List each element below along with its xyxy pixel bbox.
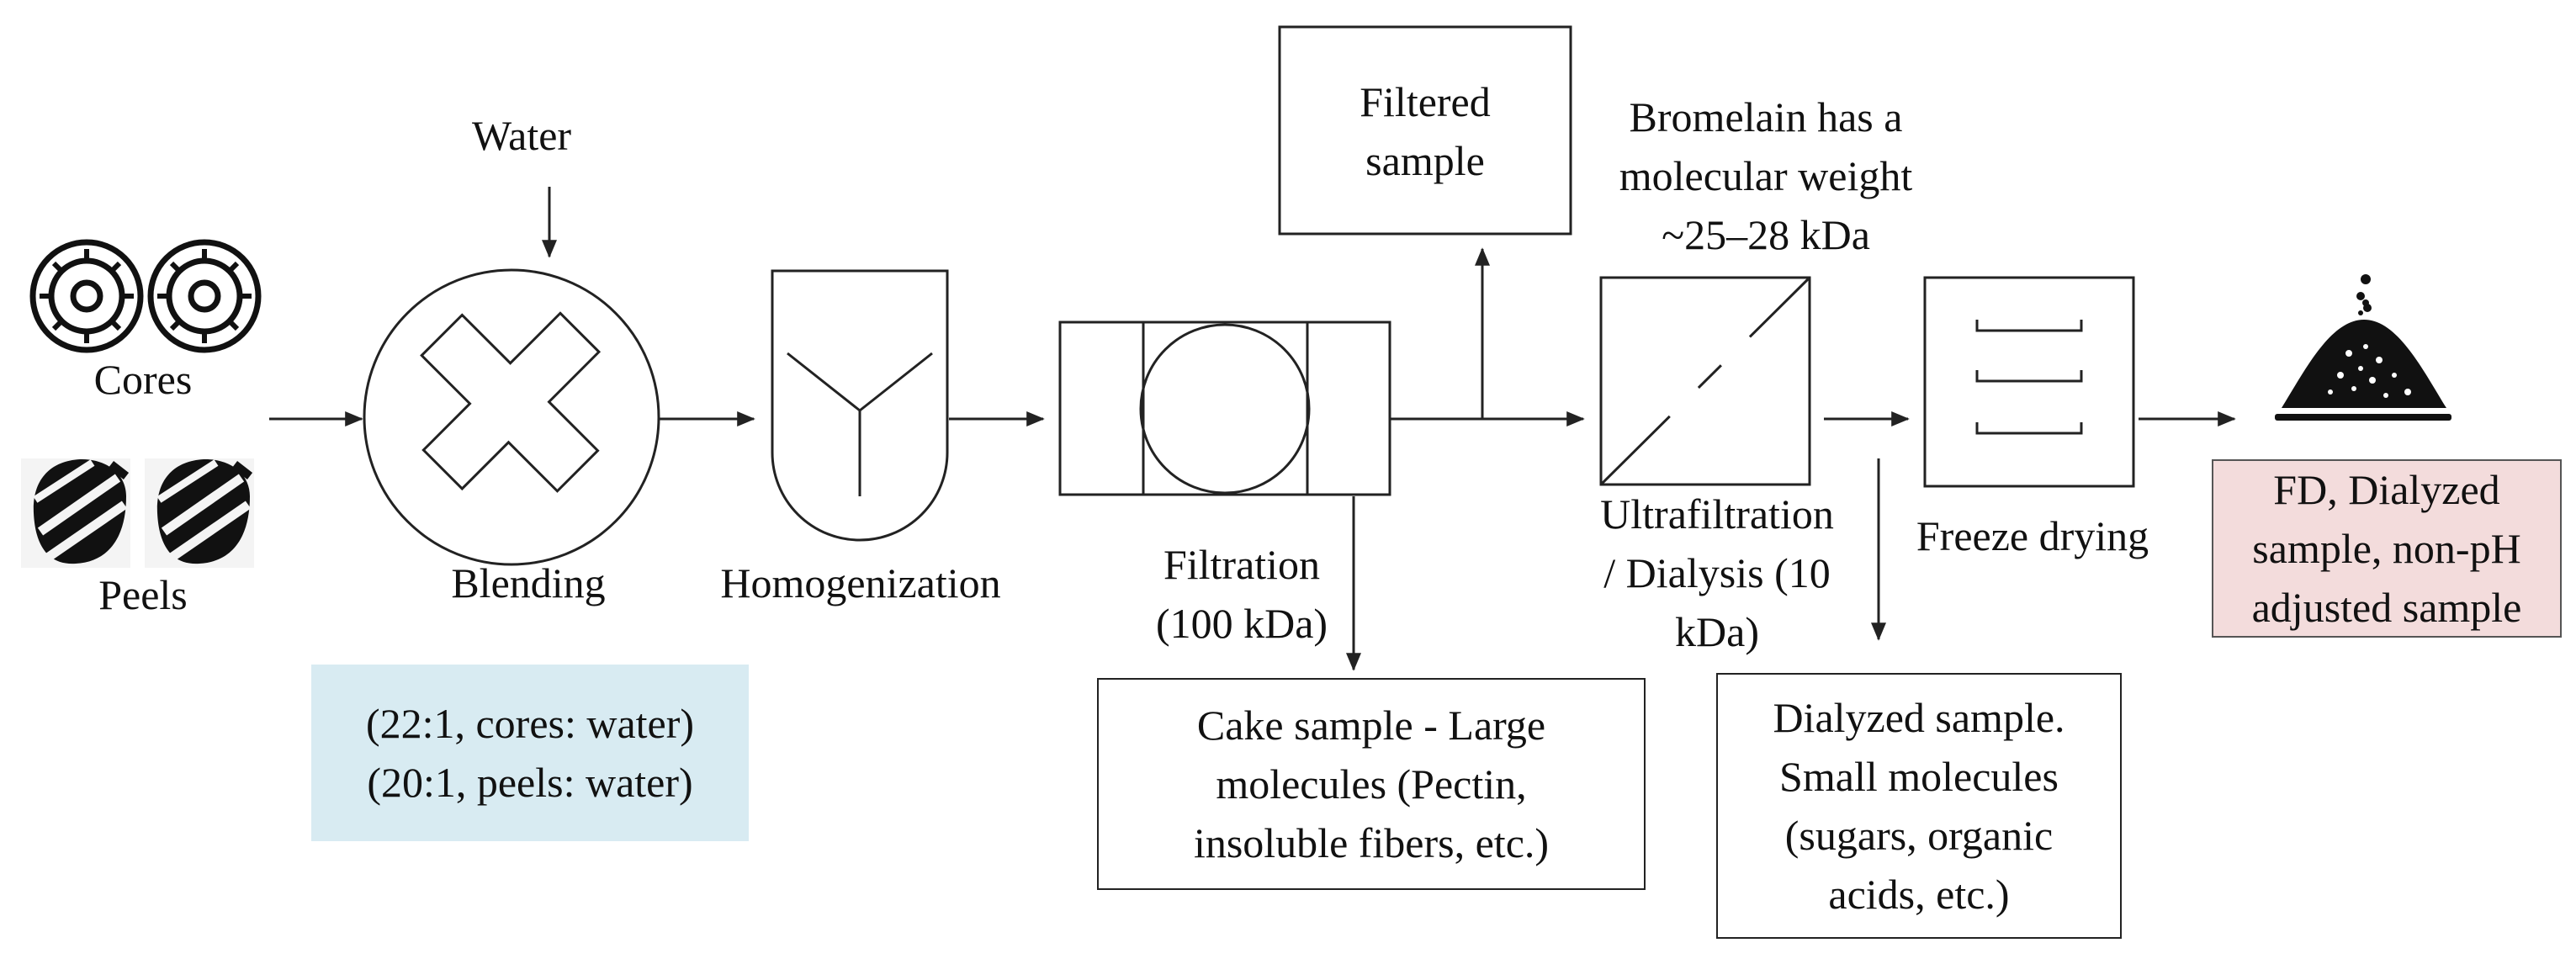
cores-label: Cores [93, 356, 193, 403]
pineapple-core-slice-icon [147, 239, 262, 353]
filtered-sample-box [1278, 25, 1572, 236]
output-box: FD, Dialyzed sample, non-pH adjusted sam… [2212, 459, 2562, 638]
homogenization-label: Homogenization [720, 559, 1001, 606]
pineapple-peel-icon [145, 458, 254, 568]
pineapple-peel-icon [21, 458, 130, 568]
blending-mixer-symbol [363, 268, 660, 566]
freeze-dryer-symbol [1923, 276, 2135, 488]
cake-sample-box: Cake sample - Large molecules (Pectin, i… [1097, 678, 1646, 890]
dialyzed-sample-box: Dialyzed sample. Small molecules (sugars… [1716, 673, 2122, 939]
bromelain-note: Bromelain has a molecular weight ~25–28 … [1619, 93, 1913, 258]
pineapple-core-slice-icon [29, 239, 144, 353]
water-label: Water [471, 112, 572, 159]
peels-label: Peels [98, 571, 188, 618]
ratio-note-box: (22:1, cores: water) (20:1, peels: water… [311, 665, 749, 841]
powder-pile-icon [2275, 274, 2451, 421]
ultrafiltration-membrane-symbol [1599, 276, 1811, 486]
filtration-label: Filtration (100 kDa) [1155, 541, 1328, 647]
ultrafiltration-label: Ultrafiltration / Dialysis (10 kDa) [1600, 490, 1834, 655]
freeze-drying-label: Freeze drying [1916, 512, 2149, 559]
blending-label: Blending [451, 559, 606, 606]
filtration-unit-symbol [1058, 320, 1391, 496]
filtered-sample-label: Filtered sample [1360, 78, 1491, 184]
homogenizer-symbol [771, 269, 949, 542]
